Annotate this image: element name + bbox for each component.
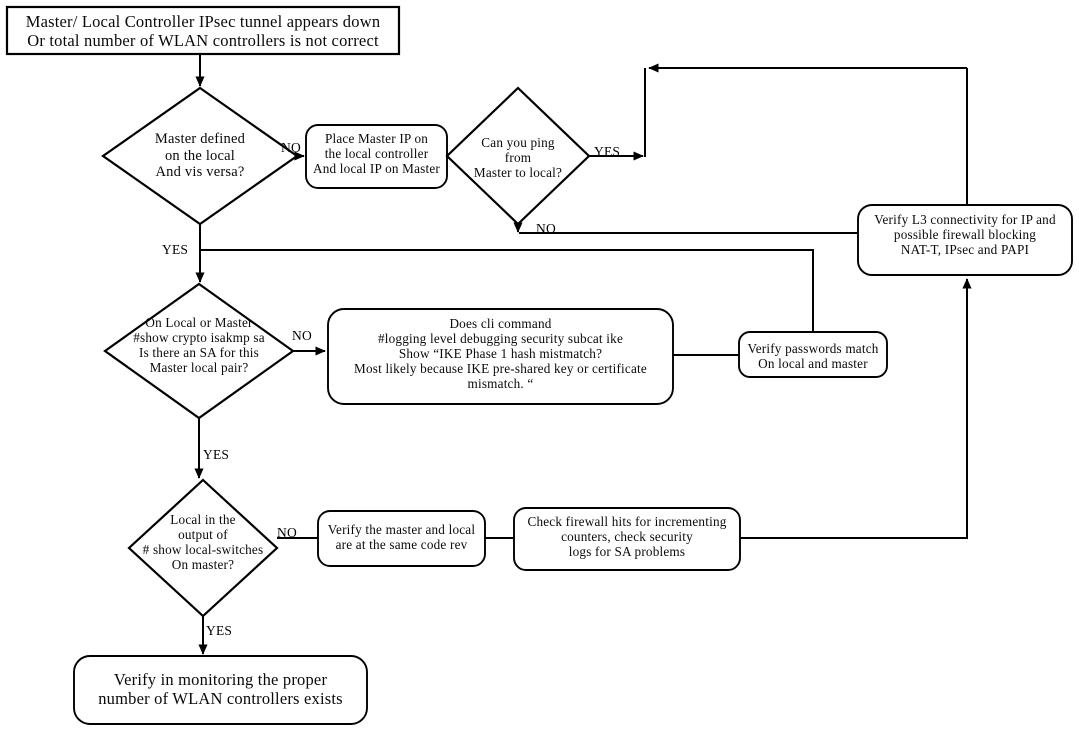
node-cli-command-shape: [327, 308, 674, 405]
node-place-master-ip-shape: [305, 124, 448, 189]
node-start-shape: [5, 5, 401, 56]
node-verify-passwords-shape: [738, 331, 888, 378]
node-verify-monitoring-shape: [73, 655, 368, 725]
node-decision-local-switches-shape: [127, 478, 279, 618]
edge-check-firewall-to-verify-l3: [740, 278, 972, 539]
node-check-firewall-shape: [513, 507, 741, 571]
edge-verify-passwords-return: [201, 249, 814, 332]
node-verify-l3-shape: [857, 204, 1073, 276]
node-verify-code-rev-shape: [317, 510, 486, 567]
node-decision-crypto-sa-shape: [103, 282, 295, 420]
node-decision-can-ping-shape: [445, 86, 591, 226]
node-decision-master-defined-shape: [101, 86, 299, 226]
